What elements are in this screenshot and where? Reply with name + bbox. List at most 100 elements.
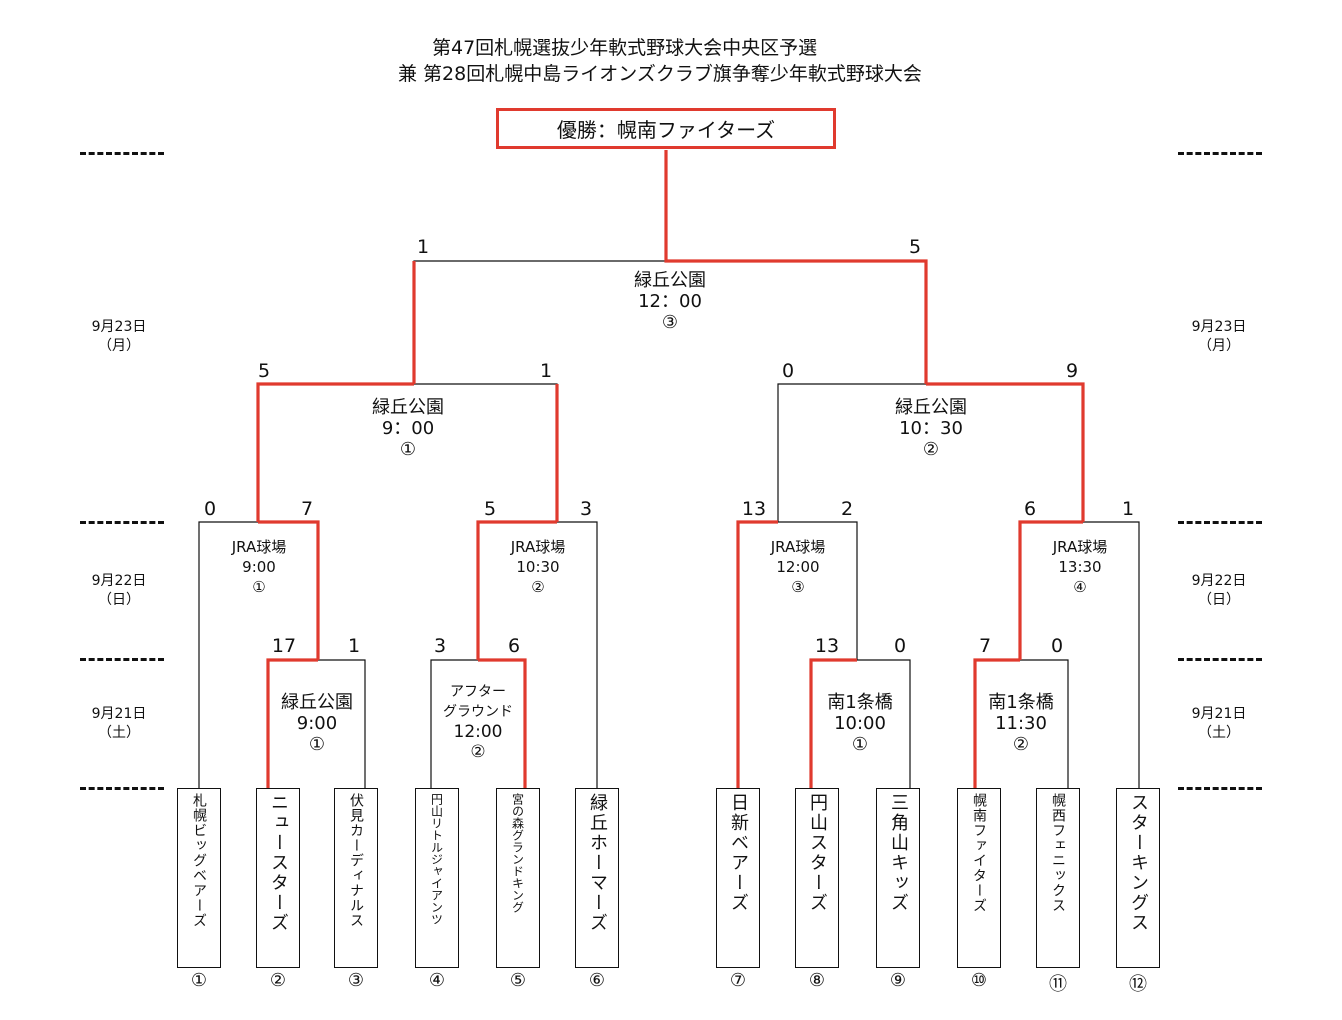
score: 1 [539,360,553,382]
team-box: 円山スターズ [795,788,839,968]
time-label: 11:30 [995,713,1047,734]
team-seed: ⑦ [729,970,747,991]
team-box: ニュースターズ [256,788,300,968]
team-name: 幌西フェニックス [1050,793,1066,913]
venue-label: 緑丘公園 [634,270,706,291]
score: 1 [347,635,361,657]
team-box: 日新ベアーズ [716,788,760,968]
time-label: 10：30 [899,418,963,439]
game-r2-3-info: JRA球場 12:00 ③ [728,537,868,597]
separator-right [1178,658,1262,661]
time-label: 9:00 [296,713,338,734]
venue-label: JRA球場 [231,538,287,556]
separator-left [80,787,164,790]
game-sf2-info: 緑丘公園 10：30 ② [861,397,1001,460]
game-r1-4-info: 南1条橋 11:30 ② [951,692,1091,755]
score: 7 [300,498,314,520]
game-r1-1-info: 緑丘公園 9:00 ① [247,692,387,755]
score: 1 [1121,498,1135,520]
score: 13 [741,498,767,520]
team-name: 円山リトルジャイアンツ [429,793,444,925]
time-label: 10:30 [516,558,560,576]
team-box: 幌南ファイターズ [957,788,1001,968]
team-name: 日新ベアーズ [728,793,749,913]
team-seed: ② [269,970,287,991]
team-name: スターキングス [1128,793,1149,933]
score: 5 [908,236,922,258]
team-seed: ③ [347,970,365,991]
separator-right [1178,152,1262,155]
team-box: 三角山キッズ [876,788,920,968]
score: 0 [893,635,907,657]
team-box: 宮の森グランドキング [496,788,540,968]
team-seed: ⑧ [808,970,826,991]
time-label: 9:00 [242,558,276,576]
team-seed: ⑥ [588,970,606,991]
date-sep23-right: 9月23日 （月） [1191,319,1247,354]
game-final-info: 緑丘公園 12：00 ③ [600,270,740,333]
date-sep22-right: 9月22日 （日） [1191,573,1247,608]
game-number: ③ [661,312,679,333]
team-seed: ⑤ [509,970,527,991]
game-r2-1-info: JRA球場 9:00 ① [189,537,329,597]
team-name: 三角山キッズ [888,793,909,913]
team-name: 緑丘ホーマーズ [587,793,608,933]
game-number: ① [252,578,266,596]
date-sep21-right: 9月21日 （土） [1191,706,1247,741]
team-box: 緑丘ホーマーズ [575,788,619,968]
team-box: 幌西フェニックス [1036,788,1080,968]
time-label: 12:00 [453,722,503,742]
venue-label: 緑丘公園 [281,692,353,713]
venue-label: JRA球場 [770,538,826,556]
game-number: ③ [791,578,805,596]
game-sf1-info: 緑丘公園 9：00 ① [338,397,478,460]
venue-label: 緑丘公園 [372,397,444,418]
team-name: 伏見カーディナルス [348,793,364,928]
score: 0 [781,360,795,382]
team-box: 札幌ビッグベアーズ [177,788,221,968]
score: 5 [257,360,271,382]
game-number: ② [922,439,940,460]
team-seed: ① [190,970,208,991]
team-name: 幌南ファイターズ [971,793,987,913]
team-seed: ⑨ [889,970,907,991]
separator-left [80,658,164,661]
venue-label: 南1条橋 [988,692,1054,713]
game-r1-2-info: アフター グラウンド 12:00 ② [408,682,548,762]
time-label: 12：00 [638,291,702,312]
score: 6 [507,635,521,657]
venue-label: 南1条橋 [827,692,893,713]
game-number: ② [470,742,486,762]
champion-label: 優勝：幌南ファイターズ [556,118,776,142]
team-seed: ⑩ [970,970,988,991]
venue-label: JRA球場 [1052,538,1108,556]
game-number: ① [308,734,326,755]
game-number: ④ [1073,578,1087,596]
team-seed: ⑪ [1049,974,1067,995]
team-box: スターキングス [1116,788,1160,968]
game-number: ② [1012,734,1030,755]
game-r1-3-info: 南1条橋 10:00 ① [790,692,930,755]
team-name: 札幌ビッグベアーズ [191,793,207,928]
game-number: ① [399,439,417,460]
venue-label: アフター グラウンド [443,684,513,720]
team-box: 伏見カーディナルス [334,788,378,968]
score: 6 [1023,498,1037,520]
score: 17 [271,635,297,657]
game-r2-4-info: JRA球場 13:30 ④ [1010,537,1150,597]
score: 3 [579,498,593,520]
tournament-subtitle: 兼 第28回札幌中島ライオンズクラブ旗争奪少年軟式野球大会 [398,63,922,85]
venue-label: JRA球場 [510,538,566,556]
score: 0 [203,498,217,520]
time-label: 10:00 [834,713,886,734]
game-number: ② [531,578,545,596]
score: 7 [978,635,992,657]
team-box: 円山リトルジャイアンツ [415,788,459,968]
team-name: 宮の森グランドキング [510,793,525,913]
separator-right [1178,787,1262,790]
score: 2 [840,498,854,520]
date-sep21-left: 9月21日 （土） [91,706,147,741]
separator-left [80,521,164,524]
team-seed: ⑫ [1129,974,1147,995]
